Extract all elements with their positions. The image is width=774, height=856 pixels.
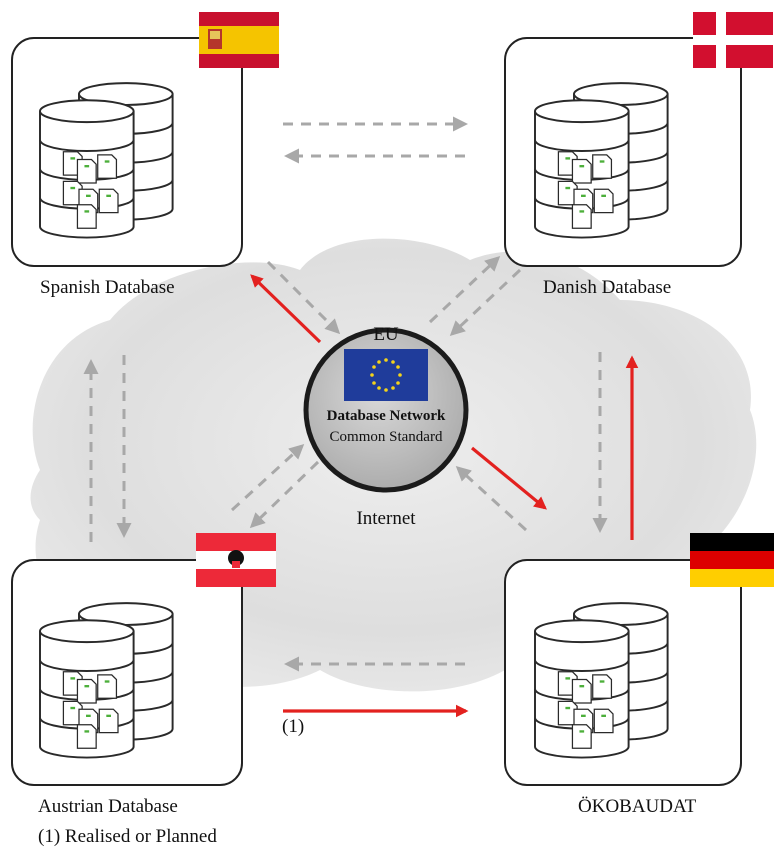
spanish-database-box [11, 37, 243, 267]
hub-title: Database Network [326, 408, 446, 424]
oekobaudat-label: ÖKOBAUDAT [578, 796, 697, 817]
eu-label: EU [373, 324, 399, 345]
eu-network-hub [303, 327, 469, 493]
oekobaudat-database-box [504, 559, 742, 786]
austrian-database-box [11, 559, 243, 786]
austria-flag-icon [196, 533, 276, 587]
planned-connections [83, 116, 608, 672]
footnote: (1) Realised or Planned [38, 826, 217, 847]
eu-flag-icon [344, 349, 428, 401]
realised-marker: (1) [282, 716, 305, 737]
internet-label: Internet [356, 508, 416, 529]
spain-flag-icon [199, 12, 279, 68]
realised-connections [250, 274, 639, 718]
spanish-database-label: Spanish Database [40, 277, 175, 298]
hub-subtitle: Common Standard [329, 429, 443, 445]
austrian-database-label: Austrian Database [38, 796, 178, 817]
danish-database-box [504, 37, 742, 267]
danish-database-label: Danish Database [543, 277, 672, 298]
denmark-flag-icon [693, 12, 773, 68]
germany-flag-icon [690, 533, 774, 587]
